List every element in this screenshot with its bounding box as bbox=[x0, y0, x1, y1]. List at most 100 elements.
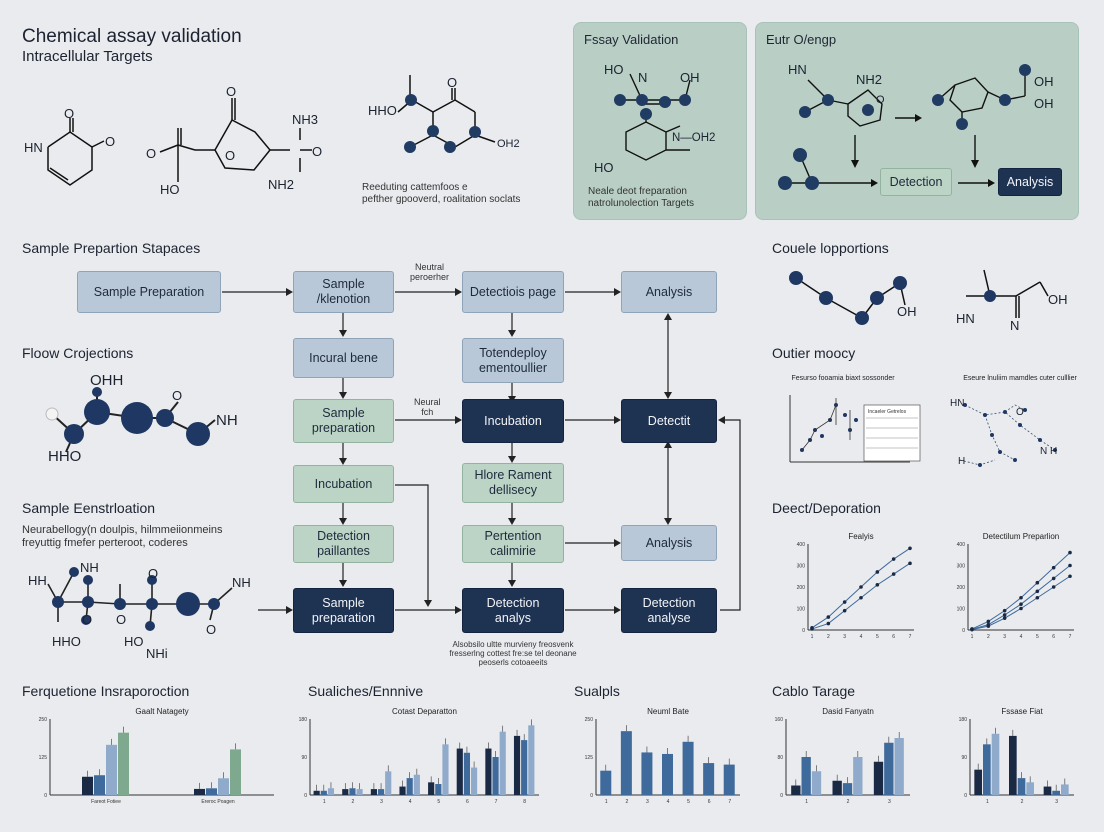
box-detection-paillantes: Detection paillantes bbox=[293, 525, 394, 563]
data-point bbox=[859, 585, 863, 589]
x-tick-label: 2 bbox=[827, 634, 830, 640]
bar bbox=[894, 738, 904, 795]
bar bbox=[435, 784, 442, 795]
y-tick-label: 90 bbox=[301, 755, 307, 761]
x-tick-label: 3 bbox=[380, 799, 383, 805]
data-point bbox=[891, 572, 896, 576]
x-tick-label: 4 bbox=[409, 799, 412, 805]
data-point bbox=[1035, 589, 1040, 594]
bar bbox=[853, 757, 863, 795]
bar bbox=[974, 769, 982, 795]
page-subtitle: Intracellular Targets bbox=[22, 48, 153, 65]
bar bbox=[801, 757, 811, 795]
box-sample-preparation-3: Sample preparation bbox=[293, 588, 394, 633]
bar bbox=[218, 778, 229, 795]
molecule-1 bbox=[47, 118, 105, 186]
bottom-section-2: Sualiches/Ennnive bbox=[308, 683, 424, 699]
bar bbox=[320, 790, 327, 795]
x-tick-label: 3 bbox=[843, 634, 846, 640]
bar bbox=[106, 744, 117, 795]
x-tick-label: 2 bbox=[847, 799, 850, 805]
series-line-a bbox=[971, 552, 1071, 630]
box-detectis-page: Detectiois page bbox=[462, 271, 564, 313]
panel-assay-validation bbox=[573, 22, 747, 220]
y-tick-label: 400 bbox=[797, 542, 806, 548]
flow-connectors bbox=[222, 288, 741, 614]
data-point bbox=[1019, 602, 1023, 606]
box-hlore-rament: Hlore Rament dellisecy bbox=[462, 463, 564, 503]
x-tick-label: 7 bbox=[909, 634, 912, 640]
data-point bbox=[1019, 606, 1023, 611]
bar bbox=[413, 774, 420, 795]
bar bbox=[492, 757, 499, 795]
y-tick-label: 0 bbox=[304, 793, 307, 799]
chart-title: Gaalt Natagety bbox=[135, 707, 188, 716]
data-point bbox=[986, 624, 991, 628]
section-couele: Couele lopportions bbox=[772, 240, 889, 256]
y-tick-label: 125 bbox=[585, 755, 594, 761]
data-point bbox=[875, 570, 880, 574]
bar bbox=[521, 740, 528, 795]
page-title: Chemical assay validation bbox=[22, 26, 242, 47]
bar bbox=[662, 753, 673, 795]
bar bbox=[118, 732, 129, 795]
bar bbox=[832, 780, 842, 795]
molecule-3 bbox=[397, 75, 496, 153]
bar bbox=[513, 735, 521, 795]
x-tick-label: 1 bbox=[605, 799, 608, 805]
x-tick-label: 1 bbox=[971, 634, 974, 640]
box-detectit: Detectit bbox=[621, 399, 717, 443]
box-pertention: Pertention calimirie bbox=[462, 525, 564, 563]
x-tick-label: 3 bbox=[1055, 799, 1058, 805]
bottom-section-4: Cablo Tarage bbox=[772, 683, 856, 699]
x-tick-label: 6 bbox=[892, 634, 895, 640]
section-flow-projections: Floow Crojections bbox=[22, 345, 134, 361]
bar bbox=[406, 778, 413, 795]
bar bbox=[399, 786, 406, 795]
y-tick-label: 180 bbox=[959, 717, 968, 723]
bar bbox=[884, 742, 894, 795]
bar bbox=[94, 775, 105, 795]
bar bbox=[842, 783, 853, 795]
bar bbox=[206, 788, 217, 795]
x-tick-label: 3 bbox=[1003, 634, 1006, 640]
box-sample-alen: Sample /klenotion bbox=[293, 271, 394, 313]
right-molecule bbox=[789, 269, 1049, 325]
chart-title: Neuml Bate bbox=[647, 707, 689, 716]
chart-title: Detectilum Preparlion bbox=[983, 532, 1059, 541]
x-tick-label: 5 bbox=[437, 799, 440, 805]
y-tick-label: 100 bbox=[797, 607, 806, 613]
bar bbox=[620, 731, 632, 795]
bar bbox=[456, 748, 463, 795]
chart-title: Cotast Deparatton bbox=[392, 707, 457, 716]
data-point bbox=[1068, 563, 1072, 568]
x-tick-label: 1 bbox=[986, 799, 989, 805]
bar bbox=[485, 748, 492, 795]
bar bbox=[370, 789, 377, 795]
y-tick-label: 0 bbox=[44, 793, 47, 799]
y-tick-label: 200 bbox=[957, 585, 966, 591]
data-point bbox=[1002, 616, 1007, 620]
data-point bbox=[1068, 550, 1072, 555]
panel-detection-box: Detection bbox=[880, 168, 952, 196]
bar bbox=[811, 771, 822, 795]
svg-text:Incaeler Getrelos: Incaeler Getrelos bbox=[868, 409, 907, 415]
x-tick-label: 2 bbox=[352, 799, 355, 805]
x-tick-label: 1 bbox=[811, 634, 814, 640]
bar bbox=[82, 776, 93, 795]
y-tick-label: 0 bbox=[590, 793, 593, 799]
data-point bbox=[891, 557, 896, 561]
bar bbox=[528, 725, 535, 795]
box-analysis-2: Analysis bbox=[621, 525, 717, 561]
x-tick-label: 6 bbox=[1052, 634, 1055, 640]
section-outier: Outier moocy bbox=[772, 345, 856, 361]
bar bbox=[1061, 784, 1069, 795]
bar bbox=[342, 789, 349, 795]
y-tick-label: 90 bbox=[961, 755, 967, 761]
bar bbox=[463, 752, 471, 795]
